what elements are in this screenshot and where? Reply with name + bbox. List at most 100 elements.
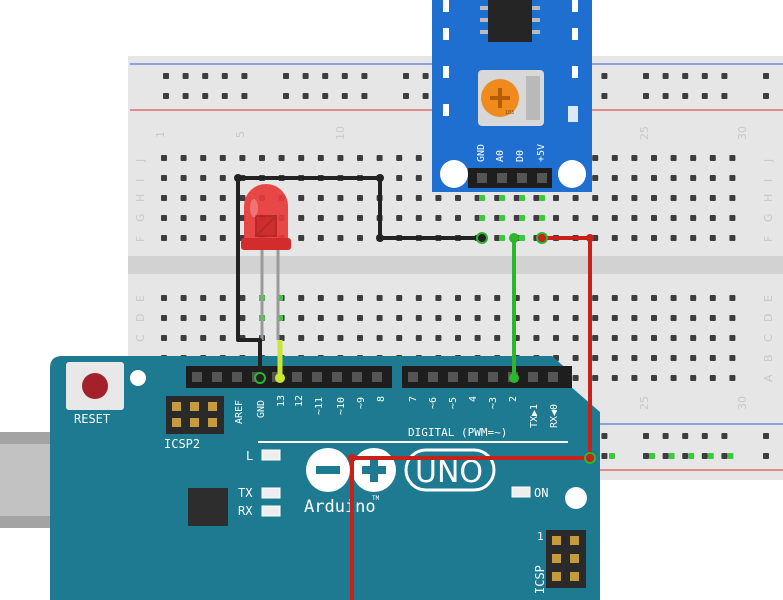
led-rx-indicator <box>261 505 281 517</box>
icsp2-pin <box>172 402 181 411</box>
row-letter-c: C <box>134 334 147 342</box>
pin-label-3: ~3 <box>488 397 499 409</box>
led-l-indicator <box>261 449 281 461</box>
wire-endpoints <box>234 174 596 464</box>
rail-hole <box>643 73 649 79</box>
breadboard-hole <box>357 195 363 201</box>
breadboard-hole <box>533 195 540 201</box>
breadboard-hole <box>337 315 344 321</box>
digital-pwm-label: DIGITAL (PWM=~) <box>408 426 507 439</box>
icsp2-pin <box>208 418 217 427</box>
breadboard-hole <box>298 315 305 321</box>
row-letter-d-right: D <box>762 314 775 322</box>
red-led[interactable] <box>241 184 291 340</box>
breadboard-hole <box>611 215 618 221</box>
sensor-header-pin <box>477 173 487 183</box>
header-pin <box>488 372 498 382</box>
smd-part-5 <box>572 66 578 78</box>
rail-hole <box>601 433 608 439</box>
connected-hole <box>727 453 734 459</box>
breadboard-hole <box>709 315 716 321</box>
breadboard-hole <box>200 315 207 321</box>
sensor-mount-hole-right <box>558 160 586 188</box>
breadboard-hole <box>709 235 716 241</box>
breadboard-hole <box>259 155 265 161</box>
rail-hole <box>682 433 689 439</box>
breadboard-hole <box>592 215 599 221</box>
breadboard-hole <box>317 335 324 341</box>
breadboard-hole <box>729 355 736 361</box>
header-pin <box>212 372 222 382</box>
breadboard-hole <box>533 335 540 341</box>
atmega16u2-chip <box>188 488 228 526</box>
rail-hole <box>662 73 669 79</box>
breadboard-hole <box>631 175 638 181</box>
rail-hole <box>283 73 289 79</box>
icsp-pin <box>552 572 561 581</box>
reset-button[interactable] <box>82 373 108 399</box>
breadboard-hole <box>670 355 677 361</box>
breadboard-hole <box>690 195 697 201</box>
column-numbers-top: 1 5 10 25 30 <box>154 126 749 140</box>
header-pin <box>548 372 558 382</box>
breadboard-hole <box>709 215 716 221</box>
breadboard-hole <box>690 155 697 161</box>
connected-hole <box>668 453 675 459</box>
breadboard-hole <box>670 315 677 321</box>
col-num-25: 25 <box>638 126 651 140</box>
header-pin <box>528 372 538 382</box>
breadboard-hole <box>670 375 677 381</box>
icsp2-label: ICSP2 <box>164 437 200 451</box>
breadboard-hole <box>357 235 363 241</box>
breadboard-hole <box>180 215 187 221</box>
rail-hole <box>361 73 368 79</box>
breadboard-hole <box>670 235 677 241</box>
breadboard-hole <box>651 215 657 221</box>
breadboard-hole <box>219 235 226 241</box>
breadboard-hole <box>161 335 167 341</box>
icsp2-pin <box>208 402 217 411</box>
breadboard-hole <box>494 215 501 221</box>
rail-hole <box>701 433 708 439</box>
rail-hole <box>643 433 649 439</box>
breadboard-hole <box>709 295 716 301</box>
breadboard-hole <box>474 295 481 301</box>
connected-hole <box>707 453 714 459</box>
breadboard-hole <box>729 195 736 201</box>
rail-hole <box>202 93 209 99</box>
rail-hole <box>643 93 649 99</box>
connected-hole <box>519 215 525 221</box>
sensor-pin-label-d0: D0 <box>515 150 526 162</box>
breadboard-hole <box>709 355 716 361</box>
icsp-pin <box>552 554 561 563</box>
breadboard-hole <box>396 335 403 341</box>
rail-hole <box>163 73 169 79</box>
breadboard-hole <box>592 335 599 341</box>
breadboard-hole <box>494 335 501 341</box>
sensor-mount-hole-left <box>440 160 468 188</box>
breadboard-hole <box>200 195 207 201</box>
sensor-pin-label-a0: A0 <box>495 150 506 162</box>
breadboard-hole <box>396 315 403 321</box>
breadboard-hole <box>631 215 638 221</box>
row-letter-h: H <box>134 194 147 202</box>
rail-hole <box>682 73 689 79</box>
breadboard-hole <box>494 295 501 301</box>
rail-hole <box>662 433 669 439</box>
breadboard-hole <box>709 335 716 341</box>
breadboard-hole <box>651 235 657 241</box>
potentiometer[interactable]: 103 <box>478 70 544 126</box>
breadboard-hole <box>592 375 599 381</box>
breadboard-hole <box>611 175 618 181</box>
row-letter-i-right: I <box>762 179 775 182</box>
smd-part-1 <box>443 0 449 12</box>
sensor-header-pin <box>497 173 507 183</box>
comparator-chip-legs <box>480 6 540 34</box>
breadboard-hole <box>415 295 422 301</box>
breadboard-hole <box>611 155 618 161</box>
rail-hole <box>182 73 189 79</box>
col-num-30: 30 <box>736 126 749 140</box>
breadboard-hole <box>396 215 403 221</box>
rail-hole <box>662 453 669 459</box>
breadboard-hole <box>455 195 461 201</box>
